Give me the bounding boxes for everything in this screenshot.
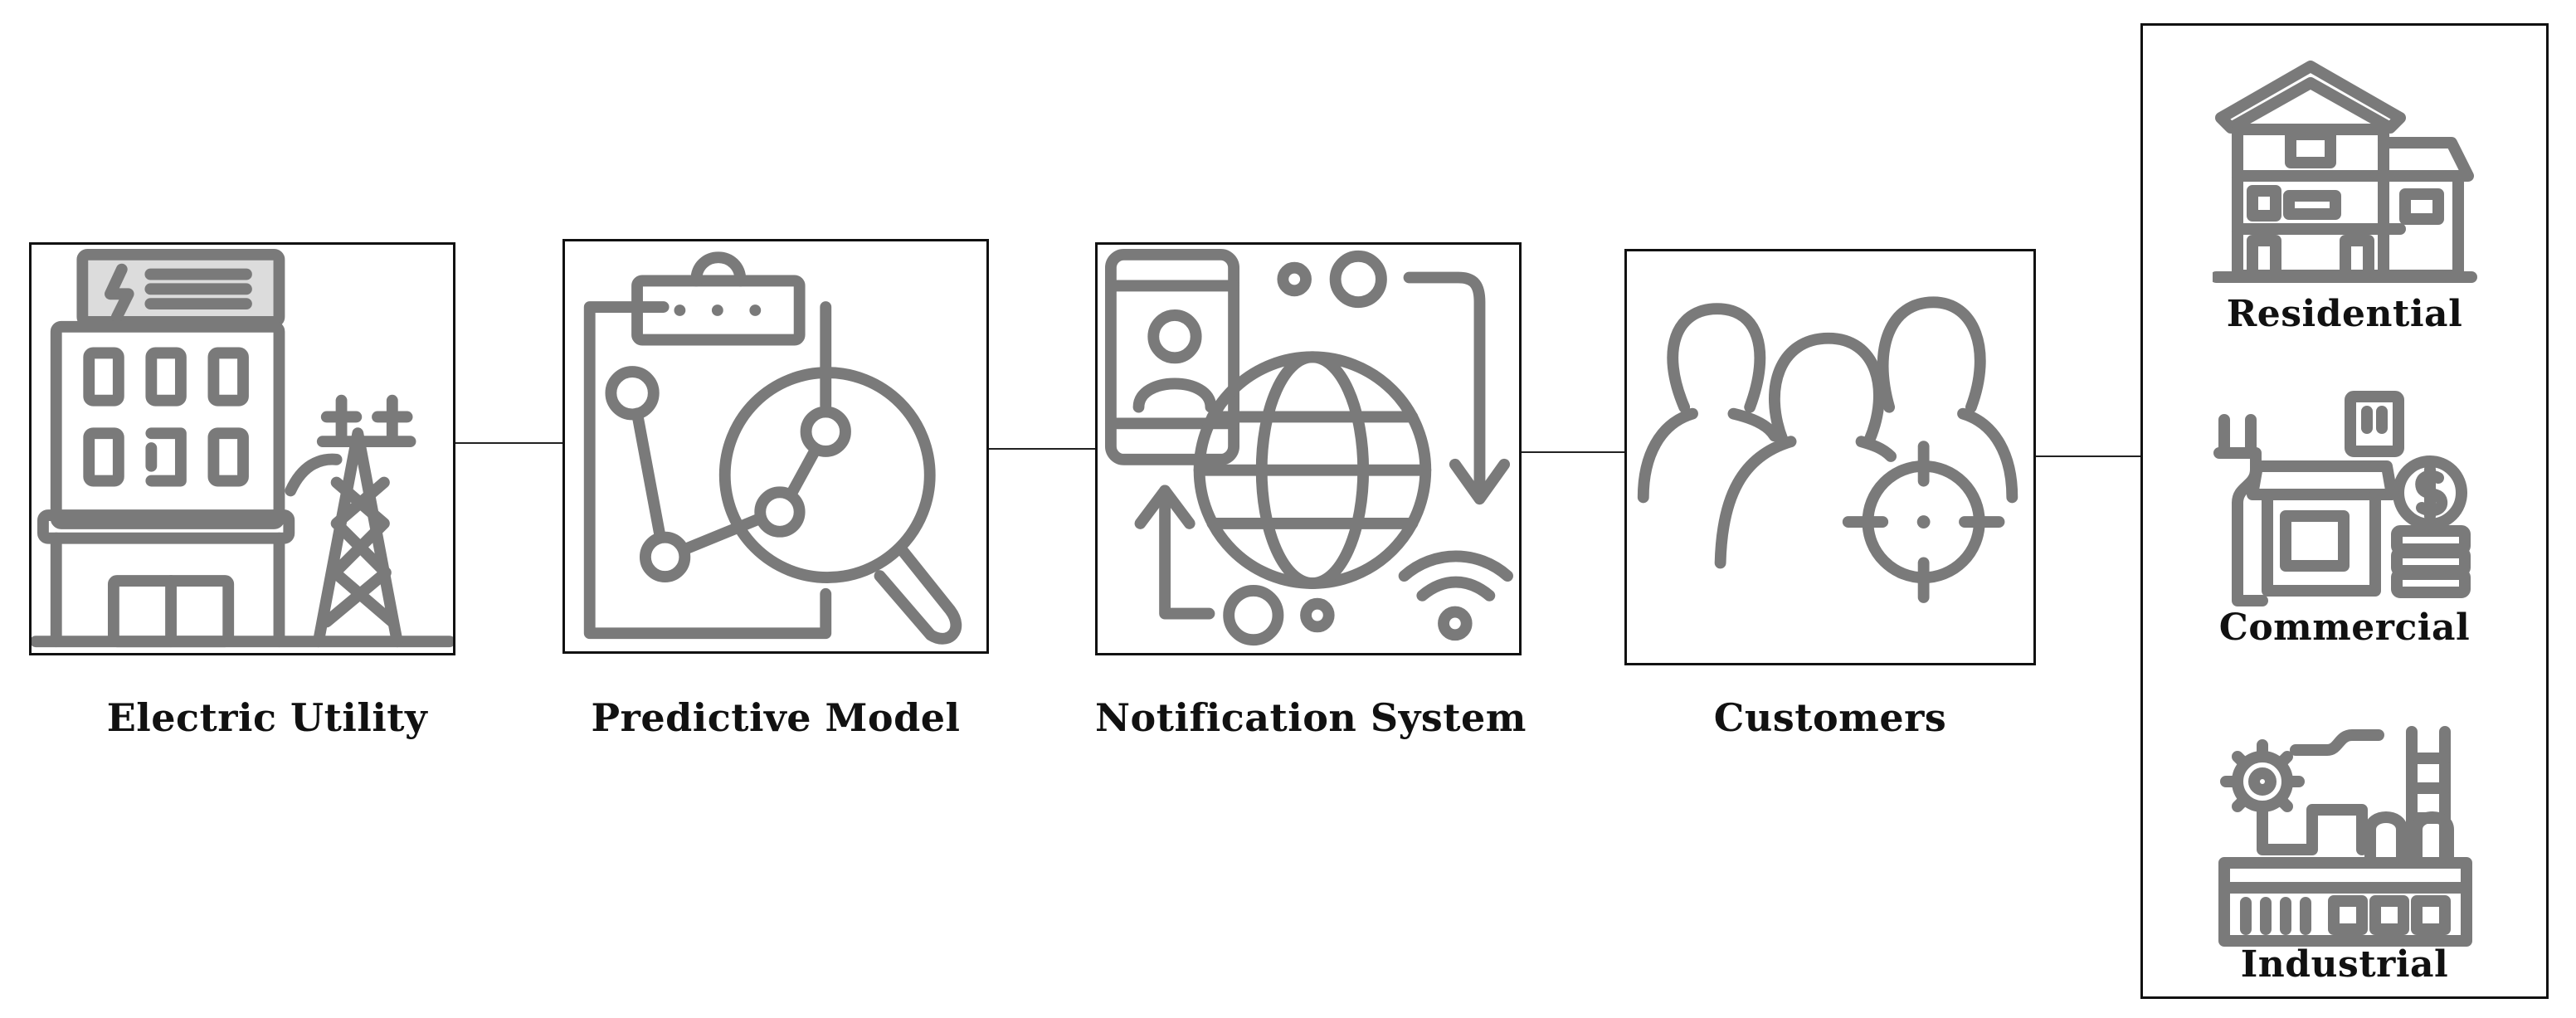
connector-customers-segments [2033, 455, 2141, 457]
segment-label-residential: Residential [2226, 293, 2463, 335]
industrial-factory-icon [2218, 726, 2472, 947]
notification-system-box [1095, 242, 1522, 655]
segment-label-industrial: Industrial [2240, 943, 2449, 986]
predictive-model-box [562, 239, 989, 654]
node-label-customers: Customers [1713, 695, 1947, 740]
electric-utility-icon [32, 248, 453, 648]
segment-label-commercial: Commercial [2218, 606, 2471, 649]
node-label-notification-system: Notification System [1095, 695, 1527, 740]
electric-utility-box [29, 242, 455, 655]
customers-icon [1637, 296, 2018, 603]
connector-model-notification [987, 448, 1095, 450]
node-label-predictive-model: Predictive Model [591, 695, 961, 740]
customer-segments-panel: Residential Commercial Industrial [2140, 23, 2549, 999]
notification-system-icon [1104, 248, 1513, 646]
predictive-model-icon [583, 251, 962, 645]
connector-notification-customers [1521, 451, 1625, 453]
connector-utility-model [455, 442, 562, 444]
residential-house-icon [2213, 61, 2477, 283]
customers-box [1624, 249, 2036, 665]
node-label-electric-utility: Electric Utility [106, 695, 428, 740]
commercial-shop-icon [2213, 391, 2471, 606]
